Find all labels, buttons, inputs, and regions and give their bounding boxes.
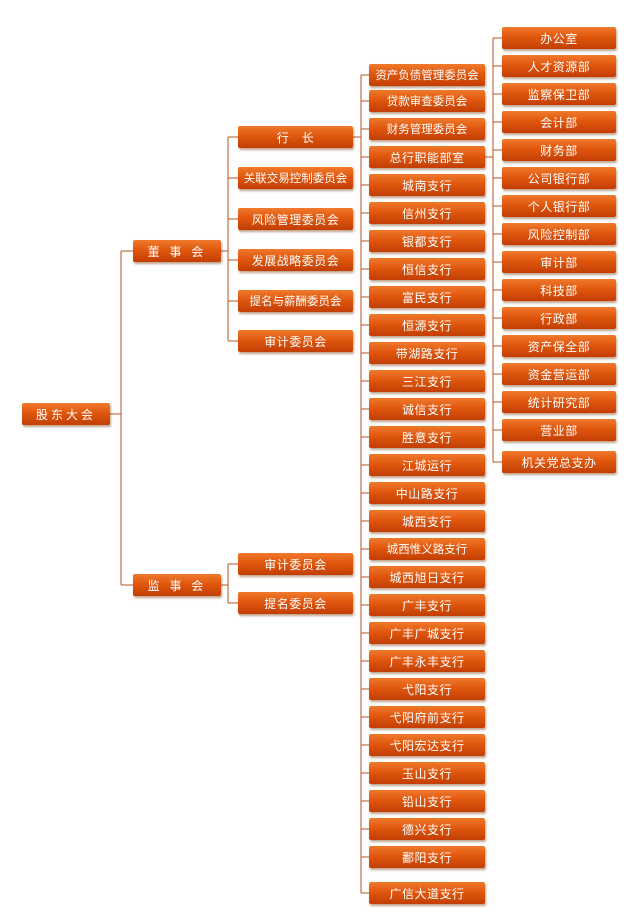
node-department-5: 公司银行部 [502,167,616,189]
node-president-child-28: 鄱阳支行 [369,846,485,868]
node-department-8: 审计部 [502,251,616,273]
node-department-6: 个人银行部 [502,195,616,217]
node-department-1: 人才资源部 [502,55,616,77]
node-board-audit-committee: 审计委员会 [238,330,353,352]
node-department-0: 办公室 [502,27,616,49]
node-department-15: 机关党总支办 [502,451,616,473]
node-department-9: 科技部 [502,279,616,301]
node-department-11: 资产保全部 [502,335,616,357]
node-department-12: 资金营运部 [502,363,616,385]
node-president-child-11: 三江支行 [369,370,485,392]
node-president-child-21: 广丰永丰支行 [369,650,485,672]
node-president-child-20: 广丰广城支行 [369,622,485,644]
node-board-of-supervisors: 监 事 会 [133,574,221,596]
node-president-child-15: 中山路支行 [369,482,485,504]
node-president-child-26: 铅山支行 [369,790,485,812]
node-department-10: 行政部 [502,307,616,329]
node-supervisory-audit-committee: 审计委员会 [238,553,353,575]
node-supervisory-nomination-committee: 提名委员会 [238,592,353,614]
node-department-3: 会计部 [502,111,616,133]
node-president-child-7: 恒信支行 [369,258,485,280]
node-president-child-8: 富民支行 [369,286,485,308]
node-president-child-24: 弋阳宏达支行 [369,734,485,756]
node-president-child-27: 德兴支行 [369,818,485,840]
node-president-child-2: 财务管理委员会 [369,118,485,140]
node-president-child-6: 银都支行 [369,230,485,252]
node-president-child-9: 恒源支行 [369,314,485,336]
node-president-child-16: 城西支行 [369,510,485,532]
node-development-strategy-committee: 发展战略委员会 [238,249,353,271]
node-risk-management-committee: 风险管理委员会 [238,208,353,230]
node-president-child-25: 玉山支行 [369,762,485,784]
node-shareholders-meeting: 股东大会 [22,403,110,425]
node-president-child-23: 弋阳府前支行 [369,706,485,728]
node-president-child-17: 城西惟义路支行 [369,538,485,560]
node-president-child-22: 弋阳支行 [369,678,485,700]
node-president-child-13: 胜意支行 [369,426,485,448]
node-president-child-5: 信州支行 [369,202,485,224]
node-department-2: 监察保卫部 [502,83,616,105]
node-nomination-remuneration-committee: 提名与薪酬委员会 [238,290,353,312]
node-related-transaction-committee: 关联交易控制委员会 [238,167,353,189]
node-board-of-directors: 董 事 会 [133,240,221,262]
node-department-13: 统计研究部 [502,391,616,413]
node-president-child-14: 江城运行 [369,454,485,476]
node-department-4: 财务部 [502,139,616,161]
node-president-child-18: 城西旭日支行 [369,566,485,588]
node-president-child-10: 带湖路支行 [369,342,485,364]
node-department-7: 风险控制部 [502,223,616,245]
node-president-child-3: 总行职能部室 [369,146,485,168]
node-department-14: 营业部 [502,419,616,441]
node-president-child-1: 贷款审查委员会 [369,90,485,112]
node-president-child-29: 广信大道支行 [369,882,485,904]
node-president-child-12: 诚信支行 [369,398,485,420]
node-president-child-19: 广丰支行 [369,594,485,616]
node-president-child-4: 城南支行 [369,174,485,196]
node-president: 行 长 [238,126,353,148]
node-president-child-0: 资产负债管理委员会 [369,64,485,86]
